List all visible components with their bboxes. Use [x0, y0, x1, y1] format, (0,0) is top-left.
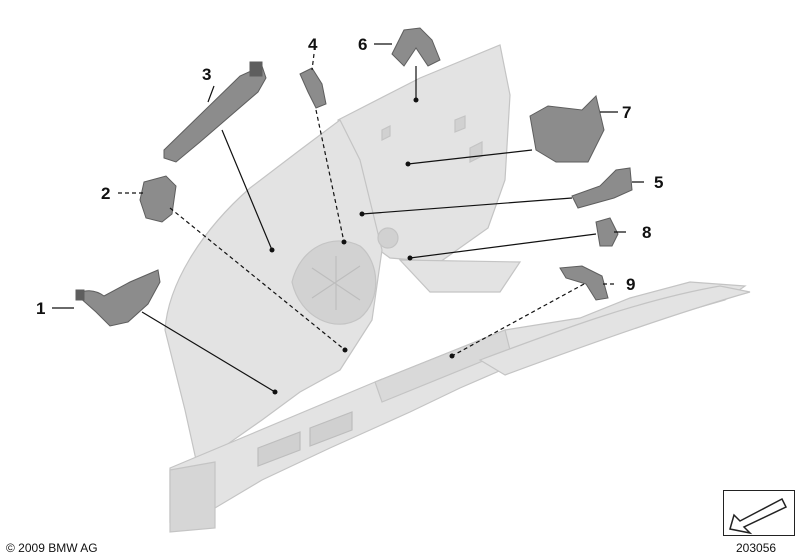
- view-navigation-button[interactable]: [723, 490, 795, 536]
- leader-7: [407, 111, 618, 165]
- callout-6[interactable]: 6: [358, 35, 367, 54]
- part-1-stud: [75, 289, 85, 301]
- part-3-strip: [163, 65, 267, 163]
- callout-1[interactable]: 1: [36, 299, 45, 318]
- rail-front-face: [169, 461, 216, 533]
- arrow-down-left-icon: [729, 497, 788, 535]
- leader-6: [374, 43, 417, 100]
- wheel-arch-housing: [164, 119, 383, 480]
- part-4-bracket: [299, 67, 327, 109]
- leader-dot-7: [405, 161, 411, 167]
- callout-2[interactable]: 2: [101, 184, 110, 203]
- leader-dots: [269, 97, 455, 395]
- body-structure: [164, 44, 751, 533]
- strut-dome-ribs: [311, 256, 361, 310]
- leader-4: [311, 53, 345, 243]
- callout-9[interactable]: 9: [626, 275, 635, 294]
- part-6-bracket: [391, 27, 441, 67]
- leader-dot-2: [342, 347, 348, 353]
- diagram-number: 203056: [736, 541, 777, 555]
- leader-5: [361, 181, 644, 215]
- part-5-bracket: [571, 167, 633, 209]
- part-2-bracket: [139, 175, 177, 223]
- leader-dot-3: [269, 247, 275, 253]
- part-3-stud: [249, 61, 263, 77]
- copyright-notice: © 2009 BMW AG: [6, 541, 98, 555]
- callout-8[interactable]: 8: [642, 223, 651, 242]
- leader-3: [207, 85, 273, 251]
- rail-cutouts: [257, 411, 353, 467]
- leader-2: [118, 192, 346, 351]
- part-8-clip: [595, 217, 619, 247]
- part-9-bracket: [559, 265, 609, 301]
- parts: [75, 27, 633, 327]
- leader-dot-9: [449, 353, 455, 359]
- part-7-bracket: [529, 95, 605, 163]
- cross-member: [398, 259, 522, 293]
- leader-1: [52, 307, 276, 393]
- callout-3[interactable]: 3: [202, 65, 211, 84]
- leader-dot-5: [359, 211, 365, 217]
- leader-lines: [52, 43, 644, 393]
- leader-9: [451, 283, 614, 357]
- leader-dot-8: [407, 255, 413, 261]
- leader-8: [409, 231, 626, 259]
- callout-5[interactable]: 5: [654, 173, 663, 192]
- part-1-bracket: [77, 269, 161, 327]
- sill-extension: [478, 285, 751, 376]
- leader-dot-1: [272, 389, 278, 395]
- callout-4[interactable]: 4: [308, 35, 318, 54]
- leader-dot-4: [341, 239, 347, 245]
- leader-dot-6: [413, 97, 419, 103]
- callout-7[interactable]: 7: [622, 103, 631, 122]
- bulkhead-port: [377, 227, 399, 249]
